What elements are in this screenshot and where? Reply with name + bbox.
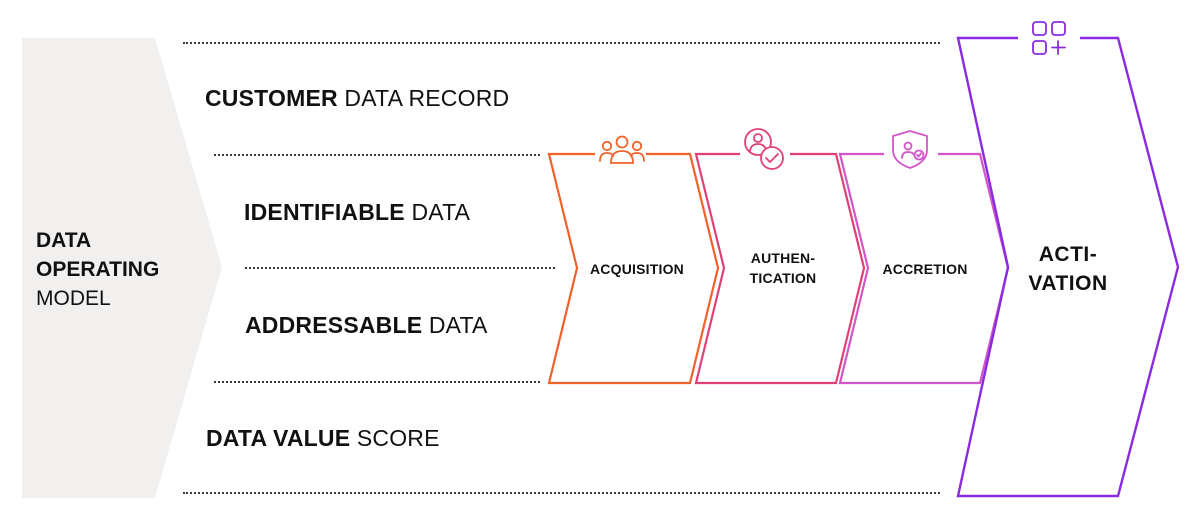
apps-plus-icon	[1032, 21, 1066, 55]
data-operating-model-label: DATA OPERATING MODEL	[36, 229, 160, 310]
addressable-data-label: ADDRESSABLE DATA	[245, 312, 488, 338]
users-group-icon	[599, 135, 645, 164]
customer-data-record-label: CUSTOMER DATA RECORD	[205, 85, 510, 111]
data-value-score-label: DATA VALUE SCORE	[206, 425, 440, 451]
identifiable-data-label: IDENTIFIABLE DATA	[244, 199, 471, 225]
authentication-chevron	[694, 152, 866, 385]
dotted-line-identifiable	[245, 267, 555, 269]
accretion-chevron	[838, 152, 1010, 385]
dotted-line-addressable	[214, 381, 540, 383]
acquisition-chevron	[547, 152, 720, 385]
accretion-label: ACCRETION	[882, 261, 968, 277]
authentication-label: AUTHEN- TICATION	[749, 250, 817, 286]
dotted-line-top	[183, 42, 940, 44]
activation-label: ACTI- VATION	[1028, 243, 1108, 295]
acquisition-label: ACQUISITION	[590, 261, 684, 277]
activation-chevron	[956, 36, 1180, 498]
shield-user-icon	[892, 130, 928, 169]
dotted-line-bottom	[183, 492, 940, 494]
verified-user-icon	[744, 128, 784, 170]
dotted-line-customer	[214, 154, 540, 156]
